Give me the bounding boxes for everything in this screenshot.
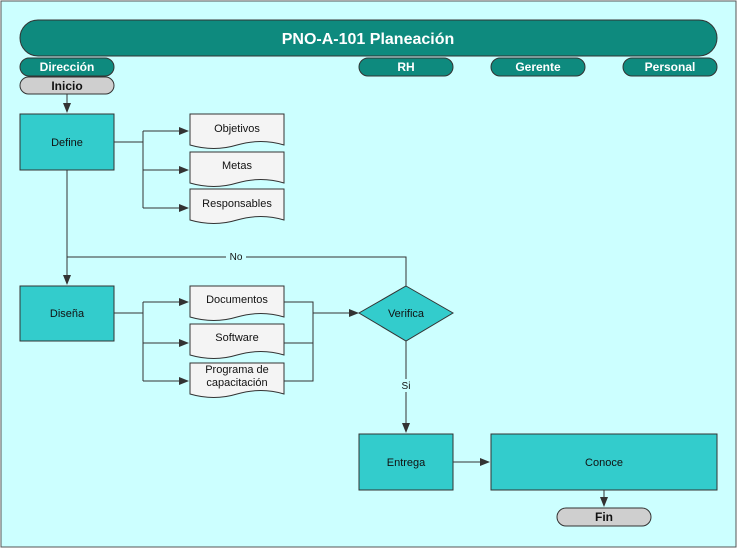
process-disena-label: Diseña — [50, 308, 85, 320]
lane-header-direccion — [19, 57, 115, 77]
end-terminal-label: Fin — [595, 510, 613, 524]
document-programa-label-line1: Programa de — [205, 364, 269, 376]
document-software — [189, 323, 285, 359]
document-documentos-label: Documentos — [206, 294, 268, 306]
document-responsables-label: Responsables — [202, 198, 272, 210]
diagram-title: PNO-A-101 Planeación — [282, 31, 455, 48]
document-metas — [189, 151, 285, 187]
end-terminal — [556, 507, 652, 527]
lane-header-gerente — [490, 57, 586, 77]
lane-label-personal: Personal — [645, 60, 696, 74]
document-objetivos-label: Objetivos — [214, 123, 260, 135]
process-conoce-label: Conoce — [585, 457, 623, 469]
document-responsables — [189, 188, 285, 224]
process-disena — [19, 285, 115, 342]
process-entrega-label: Entrega — [387, 457, 426, 469]
decision-verifica-label: Verifica — [388, 308, 425, 320]
si-label: Si — [402, 381, 411, 392]
lane-header-rh — [358, 57, 454, 77]
document-objetivos — [189, 113, 285, 149]
connector-verifica-no — [67, 256, 407, 286]
si-label-bg — [398, 379, 414, 392]
connector-docs-merge-outer — [284, 301, 314, 382]
no-label: No — [230, 252, 243, 263]
document-software-label: Software — [215, 332, 258, 344]
lane-header-personal — [622, 57, 718, 77]
no-label-bg — [226, 250, 246, 263]
document-programa-label-line2: capacitación — [206, 377, 267, 389]
document-documentos — [189, 285, 285, 321]
title-banner — [19, 19, 718, 57]
lane-label-direccion: Dirección — [40, 60, 95, 74]
lane-label-gerente: Gerente — [515, 60, 561, 74]
process-conoce — [490, 433, 718, 491]
lane-label-rh: RH — [397, 60, 414, 74]
start-terminal-label: Inicio — [51, 79, 82, 93]
process-entrega — [358, 433, 454, 491]
process-define — [19, 113, 115, 171]
process-define-label: Define — [51, 137, 83, 149]
document-programa-capacitacion — [189, 362, 285, 398]
document-metas-label: Metas — [222, 160, 252, 172]
decision-verifica — [358, 285, 454, 342]
